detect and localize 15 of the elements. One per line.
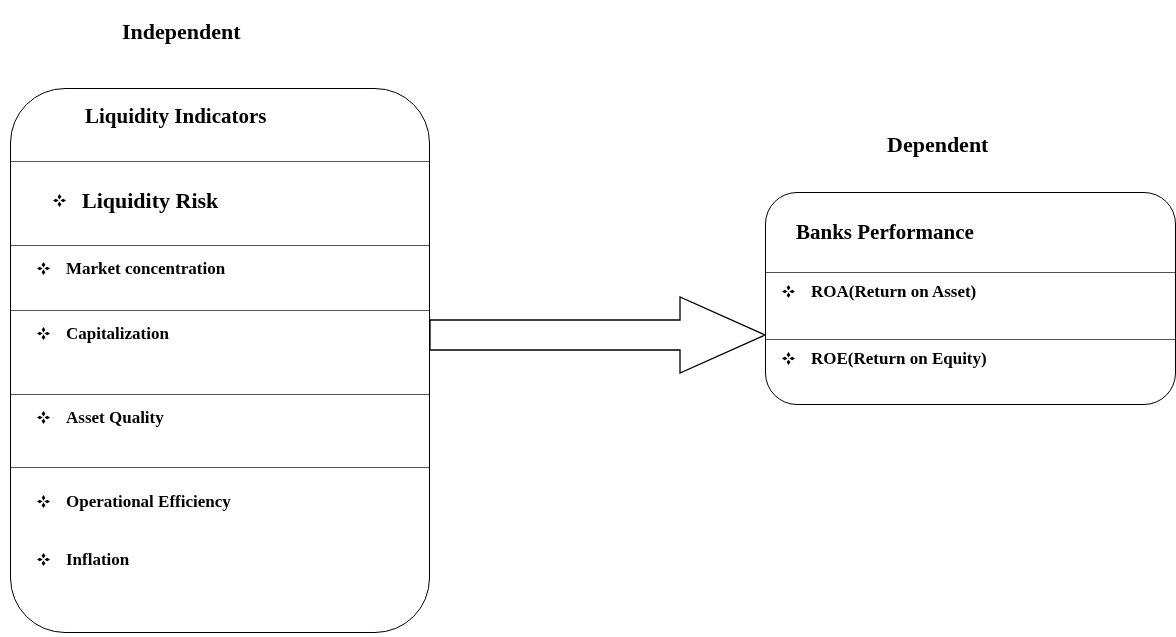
list-item: Capitalization [66, 323, 169, 345]
list-item: Operational Efficiency [66, 491, 231, 513]
rounded-box [765, 192, 1176, 405]
list-item: ROE(Return on Equity) [811, 348, 987, 370]
list-item: ROA(Return on Asset) [811, 281, 977, 303]
rounded-box [10, 88, 430, 633]
list-item: Liquidity Risk [82, 187, 219, 215]
column-heading: Independent [122, 18, 241, 46]
block-arrow [429, 296, 767, 374]
box-heading: Banks Performance [796, 219, 974, 246]
list-item: Inflation [66, 549, 130, 571]
box-heading: Liquidity Indicators [85, 103, 267, 130]
list-item: Asset Quality [66, 407, 164, 429]
column-heading: Dependent [887, 131, 989, 159]
list-item: Market concentration [66, 258, 226, 280]
